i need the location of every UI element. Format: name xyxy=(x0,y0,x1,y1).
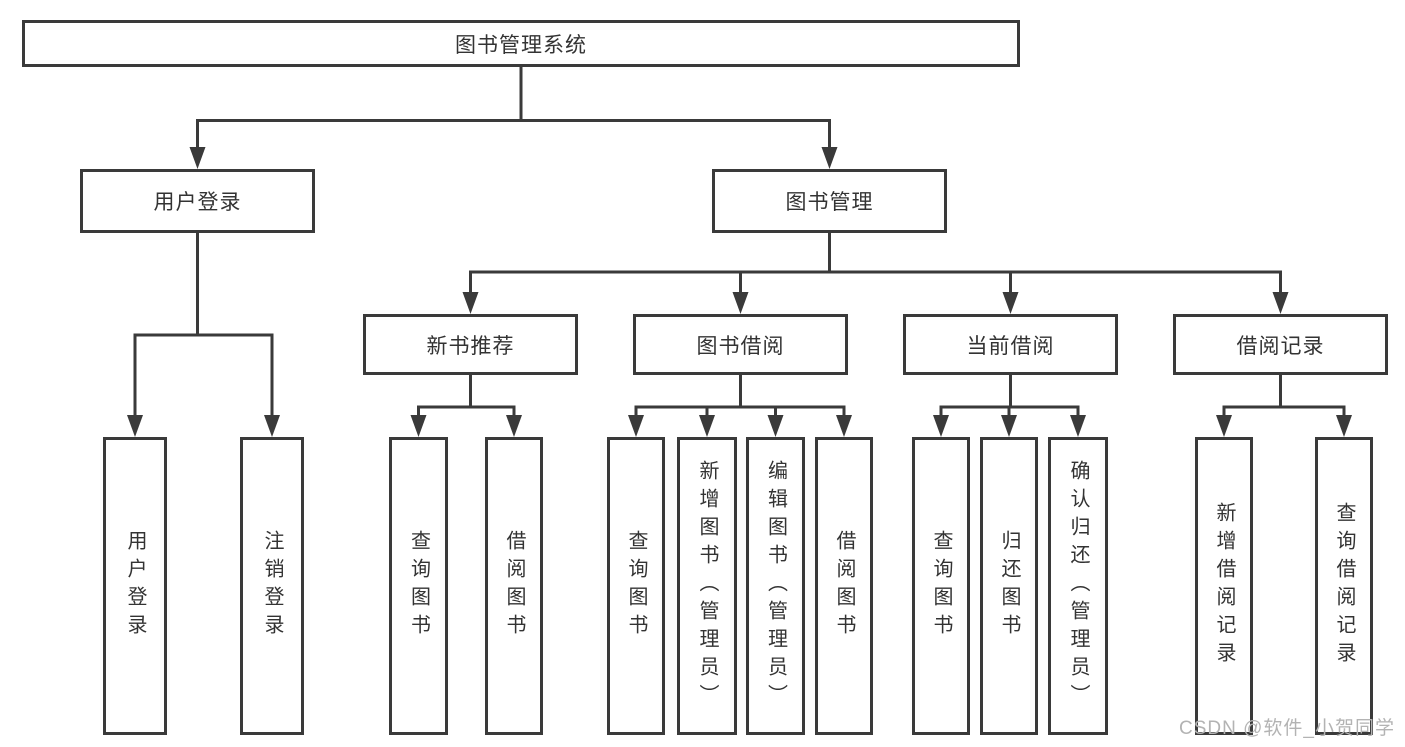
arrowhead-icons xyxy=(127,147,1352,437)
node-root-library-system: 图书管理系统 xyxy=(22,20,1020,67)
leaf-bb-borrow-books: 借阅图书 xyxy=(815,437,873,735)
leaf-nb-query-books: 查询图书 xyxy=(389,437,448,735)
leaf-cb-return-books: 归还图书 xyxy=(980,437,1038,735)
leaf-br-query-record: 查询借阅记录 xyxy=(1315,437,1373,735)
leaf-cb-confirm-return-admin: 确认归还（管理员） xyxy=(1048,437,1108,735)
node-borrow-records: 借阅记录 xyxy=(1173,314,1388,375)
leaf-bb-query-books: 查询图书 xyxy=(607,437,665,735)
leaf-user-login: 用户登录 xyxy=(103,437,167,735)
node-current-borrow: 当前借阅 xyxy=(903,314,1118,375)
leaf-bb-edit-books-admin: 编辑图书（管理员） xyxy=(746,437,805,735)
leaf-cb-query-books: 查询图书 xyxy=(912,437,970,735)
csdn-watermark: CSDN @软件_小贺同学 xyxy=(1179,718,1395,739)
node-book-management: 图书管理 xyxy=(712,169,947,233)
leaf-br-add-record: 新增借阅记录 xyxy=(1195,437,1253,735)
leaf-logout: 注销登录 xyxy=(240,437,304,735)
leaf-nb-borrow-books: 借阅图书 xyxy=(485,437,543,735)
node-book-borrow: 图书借阅 xyxy=(633,314,848,375)
node-new-book-recommend: 新书推荐 xyxy=(363,314,578,375)
leaf-bb-add-books-admin: 新增图书（管理员） xyxy=(677,437,737,735)
node-user-login: 用户登录 xyxy=(80,169,315,233)
